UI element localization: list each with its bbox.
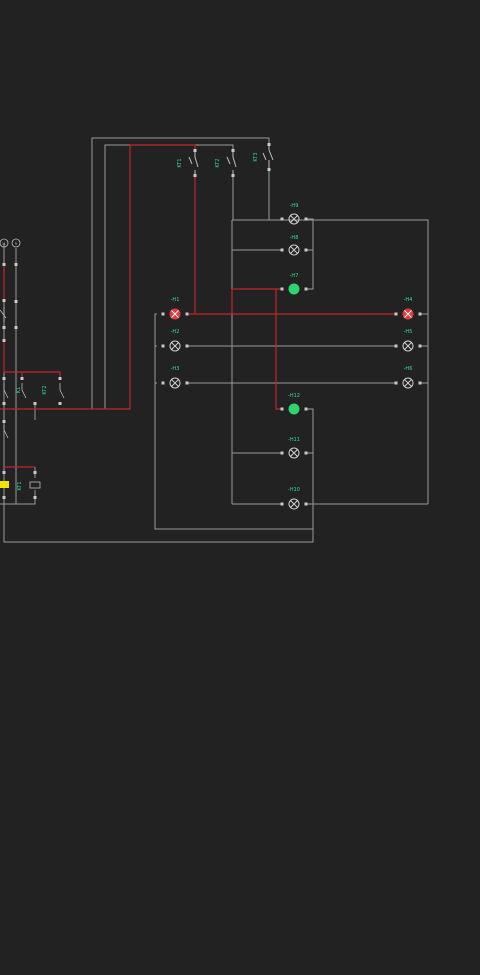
lamp-terminal (418, 312, 422, 316)
lamp-terminal (304, 287, 308, 291)
lamp-h12 (280, 403, 308, 415)
lamp-bulb-icon (402, 377, 414, 389)
coil-kt2-label: KT2 (42, 385, 48, 394)
lamp-h2-label: -H2 (171, 329, 180, 335)
relay-kt3-label: KT3 (253, 152, 259, 161)
coil-kt1-symbol (29, 481, 41, 489)
lamp-h2 (161, 340, 189, 352)
lamp-bulb-icon (288, 283, 300, 295)
lamp-h12-label: -H12 (288, 393, 300, 399)
lamp-terminal (280, 407, 284, 411)
lamp-h4-label: -H4 (404, 297, 413, 303)
lamp-h11-label: -H11 (288, 437, 300, 443)
lamp-h9 (280, 213, 308, 225)
lamp-h5-label: -H5 (404, 329, 413, 335)
lamp-terminal (161, 344, 165, 348)
coil-k1-highlight (0, 481, 9, 488)
coil-kt1-label: KT1 (17, 481, 23, 490)
lamp-terminal (185, 381, 189, 385)
lamp-terminal (394, 312, 398, 316)
left-control-panel: L1 N K1 KT2 KT1 (0, 238, 65, 499)
lamp-terminal (304, 248, 308, 252)
lamp-h3-label: -H3 (171, 366, 180, 372)
lamp-cross-icon (290, 449, 298, 457)
lamp-terminal (304, 502, 308, 506)
lamp-bulb-icon (288, 498, 300, 510)
terminal-n-label: N (15, 242, 17, 246)
lamp-h7 (280, 283, 308, 295)
lamp-cross-icon (404, 379, 412, 387)
lamp-terminal (161, 312, 165, 316)
relay-kt1-label: KT1 (177, 158, 183, 167)
lamp-h4 (394, 308, 422, 320)
indicator-lamps (161, 213, 422, 510)
lamp-h10 (280, 498, 308, 510)
lamp-h11 (280, 447, 308, 459)
relay-kt2-contact (226, 149, 237, 177)
lamp-cross-icon (171, 310, 179, 318)
lamp-cross-icon (290, 215, 298, 223)
lamp-cross-icon (290, 246, 298, 254)
lamp-terminal (418, 344, 422, 348)
relay-kt1-contact (188, 149, 199, 177)
lamp-h5 (394, 340, 422, 352)
lamp-terminal (280, 451, 284, 455)
lamp-terminal (394, 381, 398, 385)
lamp-terminal (304, 217, 308, 221)
lamp-bulb-icon (288, 213, 300, 225)
lamp-h8-label: -H8 (290, 235, 299, 241)
lamp-h8 (280, 244, 308, 256)
lamp-cross-icon (404, 310, 412, 318)
lamp-terminal (280, 217, 284, 221)
lamp-cross-icon (290, 500, 298, 508)
terminal-l1-icon (0, 238, 9, 248)
lamp-bulb-icon (288, 244, 300, 256)
lamp-terminal (304, 407, 308, 411)
lamp-terminal (280, 248, 284, 252)
lamp-terminal (280, 502, 284, 506)
lamp-h6-label: -H6 (404, 366, 413, 372)
lamp-cross-icon (171, 379, 179, 387)
lamp-terminal (280, 287, 284, 291)
lamp-terminal (418, 381, 422, 385)
lamp-bulb-icon (169, 377, 181, 389)
lamp-h6 (394, 377, 422, 389)
lamp-bulb-icon (288, 447, 300, 459)
lamp-h7-label: -H7 (290, 273, 299, 279)
lamp-bulb-icon (402, 340, 414, 352)
lamp-cross-icon (404, 342, 412, 350)
neutral-wiring (0, 137, 429, 543)
relay-kt2-label: KT2 (215, 158, 221, 167)
lamp-bulb-icon (288, 403, 300, 415)
lamp-h1 (161, 308, 189, 320)
lamp-terminal (185, 344, 189, 348)
lamp-h3 (161, 377, 189, 389)
lamp-terminal (304, 451, 308, 455)
lamp-h1-label: -H1 (171, 297, 180, 303)
energized-wiring (0, 144, 396, 468)
terminal-l1-label: L1 (2, 242, 6, 246)
lamp-bulb-icon (169, 340, 181, 352)
lamp-terminal (161, 381, 165, 385)
relay-kt3-contact (262, 143, 274, 171)
terminal-n-icon (11, 238, 21, 248)
lamp-h10-label: -H10 (288, 487, 300, 493)
lamp-h9-label: -H9 (290, 203, 299, 209)
lamp-cross-icon (171, 342, 179, 350)
lamp-terminal (185, 312, 189, 316)
coil-k1-label: K1 (16, 387, 22, 393)
lamp-terminal (394, 344, 398, 348)
